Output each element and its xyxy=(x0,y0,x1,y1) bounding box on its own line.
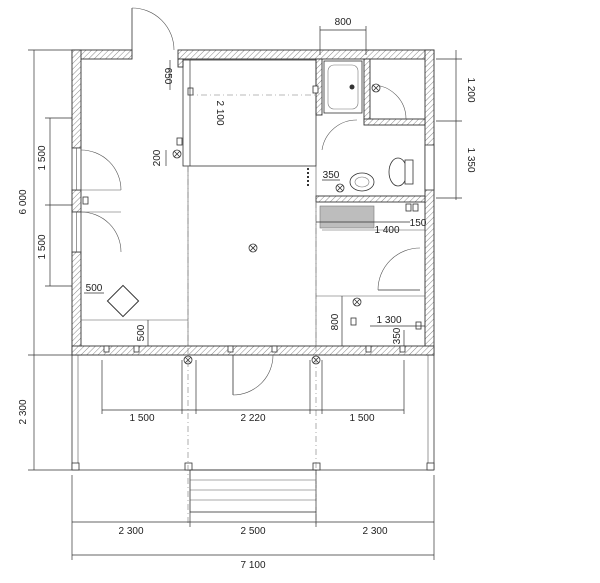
windows xyxy=(71,144,435,253)
light-icon xyxy=(248,243,258,253)
socket-icon xyxy=(133,345,140,353)
post-icon xyxy=(184,462,193,471)
socket-icon xyxy=(350,317,357,326)
light-icon xyxy=(172,149,182,159)
socket-icon xyxy=(227,345,234,353)
toilet-tank xyxy=(404,159,414,185)
bathtub-icon xyxy=(323,60,363,114)
wall-wc-bottom xyxy=(315,195,426,203)
dim-bottom-7100: 7 100 xyxy=(240,560,265,571)
dim-terrace-1500-left: 1 500 xyxy=(129,413,154,424)
dim-inner-500-h: 500 xyxy=(86,283,103,294)
socket-icon xyxy=(405,203,412,212)
dimension-lines xyxy=(28,26,462,560)
electrical xyxy=(82,83,422,365)
sash-left-lower xyxy=(80,211,122,253)
wall-stub xyxy=(177,58,184,68)
bathtub-inner xyxy=(327,64,359,110)
axis-lines xyxy=(187,94,317,525)
terrace xyxy=(71,355,435,513)
sash-left-upper xyxy=(80,149,122,191)
dim-left-6000: 6 000 xyxy=(18,189,29,214)
socket-icon xyxy=(82,196,89,205)
toilet-icon xyxy=(388,157,408,187)
sink-icon xyxy=(349,172,375,192)
door-bath-swing xyxy=(321,119,358,151)
dim-inner-1400: 1 400 xyxy=(374,225,399,236)
wall-left-bottom xyxy=(71,251,82,356)
stairs xyxy=(189,469,317,513)
counter-icon xyxy=(319,205,375,229)
socket-icon xyxy=(312,85,319,94)
sink-inner xyxy=(354,176,370,188)
light-icon xyxy=(352,297,362,307)
socket-icon xyxy=(187,87,194,96)
wall-left-mid xyxy=(71,189,82,213)
dim-top-800: 800 xyxy=(335,17,352,28)
interior-walls xyxy=(177,58,426,203)
dim-inner-200: 200 xyxy=(152,149,163,166)
wall-right xyxy=(424,49,435,356)
post-icon xyxy=(71,462,80,471)
wall-bottom xyxy=(71,345,435,356)
dim-terrace-1500-right: 1 500 xyxy=(349,413,374,424)
dim-inner-150: 150 xyxy=(410,218,427,229)
socket-icon xyxy=(415,321,422,330)
dim-left-2300: 2 300 xyxy=(18,399,29,424)
wall-left-top xyxy=(71,49,82,149)
socket-icon xyxy=(271,345,278,353)
window-right xyxy=(424,144,435,191)
dim-inner-350-top: 350 xyxy=(323,170,340,181)
alcove-box xyxy=(182,59,317,167)
stove-icon xyxy=(106,284,140,318)
dim-right-1200: 1 200 xyxy=(465,77,476,102)
exterior-walls xyxy=(71,49,435,356)
dim-inner-500-v: 500 xyxy=(136,324,147,341)
dim-bottom-2500: 2 500 xyxy=(240,526,265,537)
dim-inner-1300: 1 300 xyxy=(376,315,401,326)
dim-right-1350: 1 350 xyxy=(465,147,476,172)
dim-bottom-2300-right: 2 300 xyxy=(362,526,387,537)
dimension-labels: 800 1 200 1 350 6 000 1 500 1 500 2 300 … xyxy=(18,17,476,571)
wall-shower-bottom xyxy=(363,118,426,126)
socket-icon xyxy=(399,345,406,353)
socket-icon xyxy=(412,203,419,212)
light-icon xyxy=(183,355,193,365)
dim-inner-650: 650 xyxy=(162,68,173,85)
drain-icon xyxy=(349,84,355,90)
fixtures xyxy=(106,60,414,318)
dim-left-1500-upper: 1 500 xyxy=(37,145,48,170)
dim-terrace-2220: 2 220 xyxy=(240,413,265,424)
socket-icon xyxy=(176,137,183,146)
door-right-swing xyxy=(377,247,421,291)
wall-top-right xyxy=(177,49,435,60)
wall-shower-divider xyxy=(363,58,371,122)
light-icon xyxy=(371,83,381,93)
door-top-swing xyxy=(131,7,175,51)
dim-left-1500-lower: 1 500 xyxy=(37,234,48,259)
post-icon xyxy=(426,462,435,471)
door-terrace-swing xyxy=(232,354,274,396)
dim-bottom-2300-left: 2 300 xyxy=(118,526,143,537)
socket-icon xyxy=(103,345,110,353)
socket-icon xyxy=(365,345,372,353)
dim-inner-350-bottom: 350 xyxy=(392,327,403,344)
dim-inner-2100: 2 100 xyxy=(214,100,225,125)
post-icon xyxy=(312,462,321,471)
dim-inner-800: 800 xyxy=(330,313,341,330)
light-icon xyxy=(335,183,345,193)
